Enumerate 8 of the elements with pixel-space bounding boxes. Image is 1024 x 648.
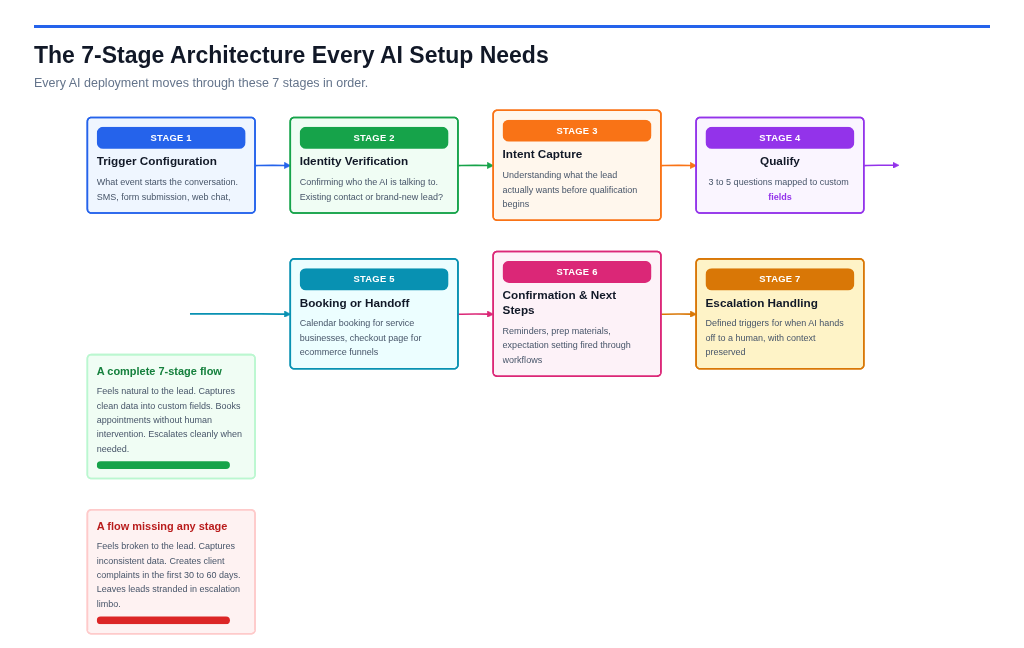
subtitle: Every AI deployment moves through these 7 stages in order.	[34, 76, 369, 90]
arrow	[189, 310, 291, 318]
title: The 7-Stage Architecture Every AI Setup Needs	[34, 42, 549, 69]
arrow	[457, 162, 494, 169]
arrow	[660, 310, 697, 318]
arrow	[457, 310, 494, 318]
arrow	[863, 161, 900, 169]
arrow	[660, 162, 697, 169]
